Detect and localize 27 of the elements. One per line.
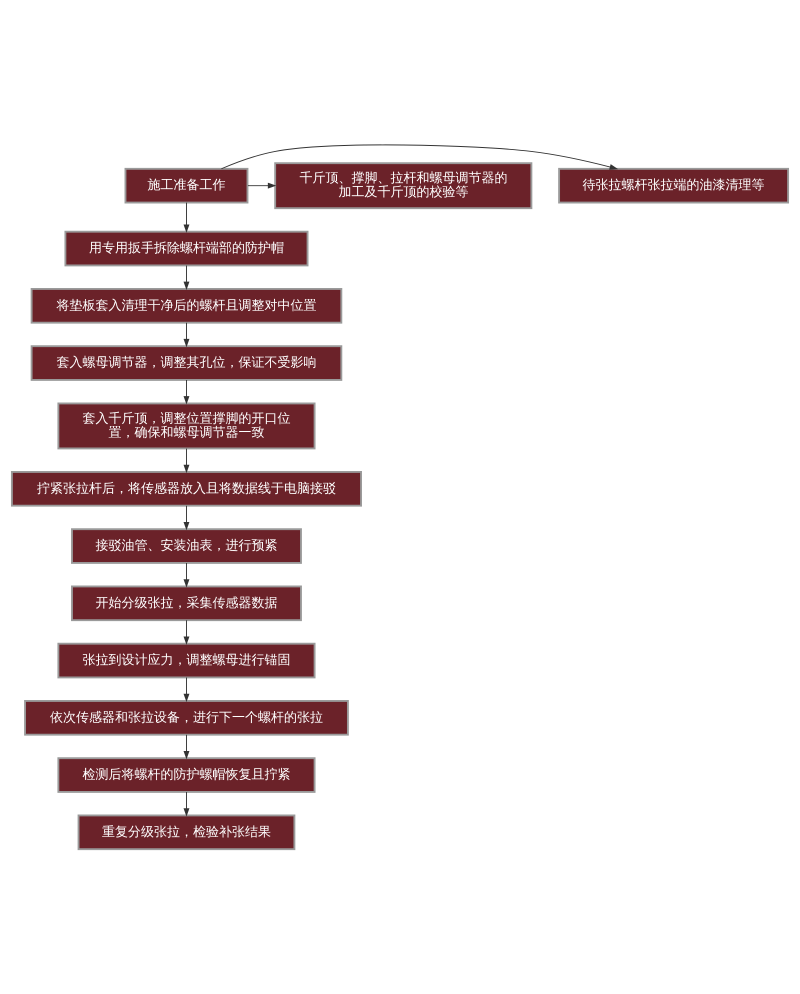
node-box: 套入螺母调节器，调整其孔位，保证不受影响 <box>30 345 342 381</box>
node-box: 待张拉螺杆张拉端的油漆清理等 <box>558 168 790 204</box>
arrow <box>184 448 190 474</box>
node-box: 开始分级张拉，采集传感器数据 <box>71 586 302 622</box>
arrow <box>184 677 190 702</box>
node-box: 施工准备工作 <box>124 168 248 204</box>
arrow <box>184 620 190 645</box>
node-box: 千斤顶、撑脚、拉杆和螺母调节器的加工及千斤顶的校验等 <box>274 162 532 210</box>
arrow <box>184 562 190 588</box>
node-box: 将垫板套入清理干净后的螺杆且调整对中位置 <box>30 288 342 324</box>
node-box: 接驳油管、安装油表，进行预紧 <box>71 528 302 564</box>
arrow <box>184 380 190 405</box>
node-box: 用专用扳手拆除螺杆端部的防护帽 <box>64 230 308 266</box>
arrow <box>220 144 618 170</box>
node-box: 张拉到设计应力，调整螺母进行锚固 <box>57 642 316 678</box>
arrow <box>184 322 190 348</box>
arrow <box>184 505 190 530</box>
arrow <box>184 792 190 817</box>
arrow <box>184 734 190 760</box>
arrow <box>247 182 276 189</box>
node-box: 检测后将螺杆的防护螺帽恢复且拧紧 <box>57 757 316 793</box>
node-box: 依次传感器和张拉设备，进行下一个螺杆的张拉 <box>24 700 349 736</box>
node-box: 重复分级张拉，检验补张结果 <box>78 814 296 850</box>
arrow <box>184 265 190 290</box>
node-box: 拧紧张拉杆后，将传感器放入且将数据线于电脑接驳 <box>10 471 362 507</box>
node-box: 套入千斤顶，调整位置撑脚的开口位置，确保和螺母调节器一致 <box>57 402 316 450</box>
arrow <box>184 202 190 233</box>
